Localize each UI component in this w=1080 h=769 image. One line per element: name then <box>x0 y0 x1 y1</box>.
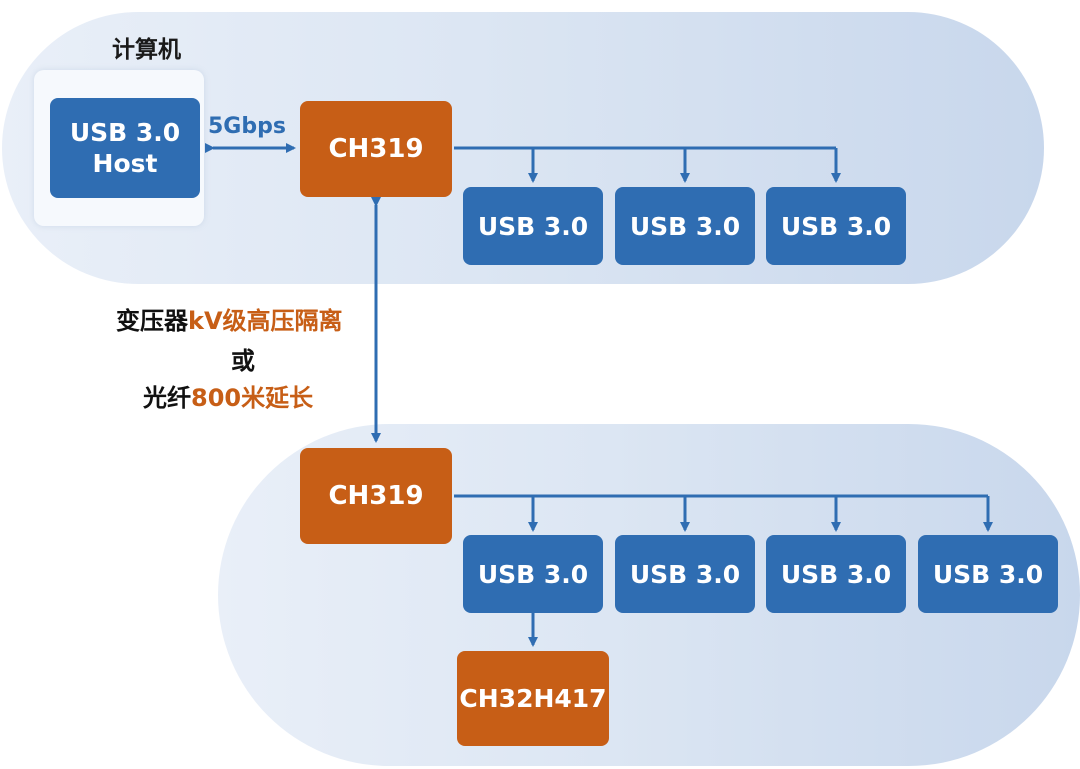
top-usb-port-3: USB 3.0 <box>766 187 906 265</box>
isolation-accent: kV级高压隔离 <box>188 307 343 335</box>
bottom-usb-port-3: USB 3.0 <box>766 535 906 613</box>
bottom-usb-port-4: USB 3.0 <box>918 535 1058 613</box>
fiber-prefix: 光纤 <box>143 384 191 412</box>
top-hub-chip: CH319 <box>300 101 452 197</box>
isolation-prefix: 变压器 <box>116 307 188 335</box>
host-line-2: Host <box>92 149 158 178</box>
top-usb-port-2: USB 3.0 <box>615 187 755 265</box>
host-line-1: USB 3.0 <box>69 117 181 147</box>
bottom-hub-chip: CH319 <box>300 448 452 544</box>
computer-label: 计算机 <box>112 37 181 63</box>
isolation-caption-line-2: 或 <box>231 347 255 375</box>
link-speed-label: 5Gbps <box>208 114 286 139</box>
fiber-accent: 800米延长 <box>191 384 314 412</box>
isolation-caption-line-1: 变压器kV级高压隔离 <box>116 301 343 336</box>
bottom-usb-port-1: USB 3.0 <box>463 535 603 613</box>
usb-host-box: USB 3.0 Host <box>50 98 200 198</box>
top-usb-port-1: USB 3.0 <box>463 187 603 265</box>
isolation-caption-line-3: 光纤800米延长 <box>143 378 313 413</box>
device-chip-ch32h417: CH32H417 <box>457 651 609 746</box>
bottom-usb-port-2: USB 3.0 <box>615 535 755 613</box>
